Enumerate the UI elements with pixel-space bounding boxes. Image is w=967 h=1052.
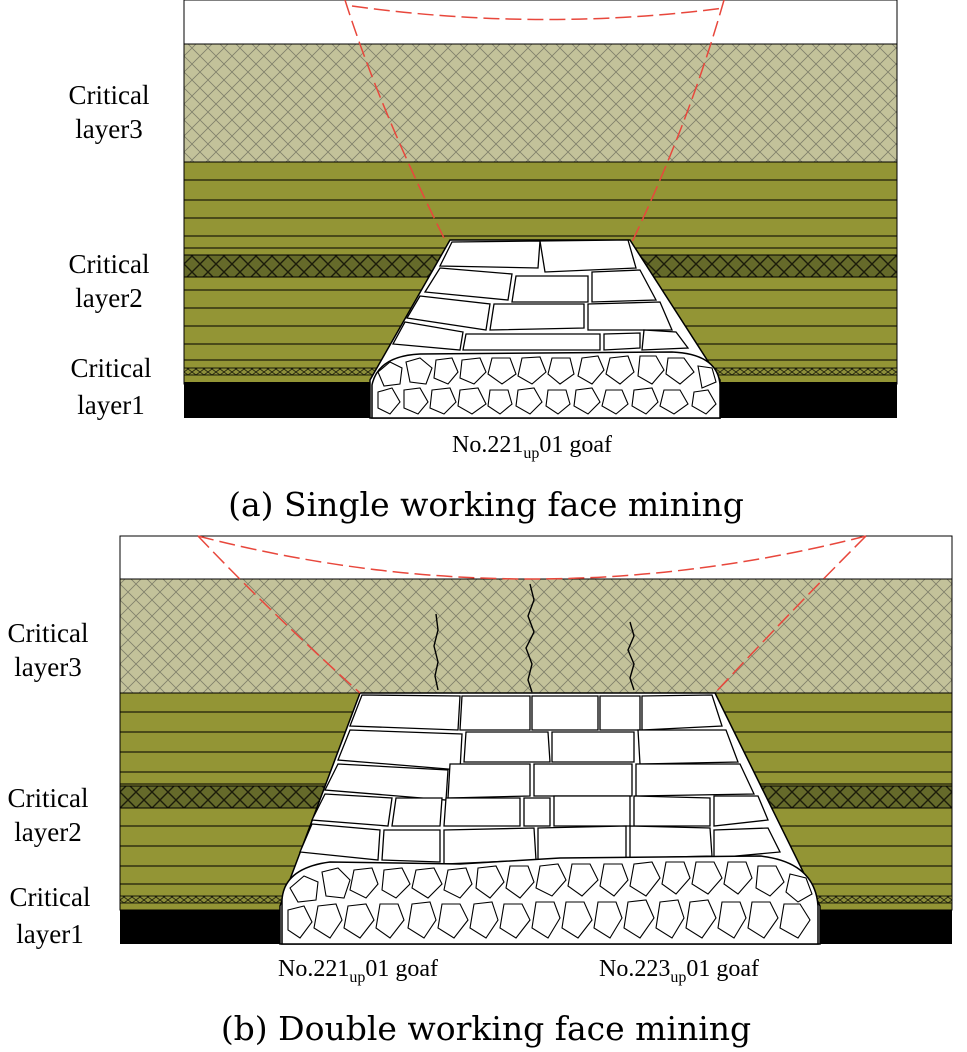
layer-label-name: Critical (71, 353, 152, 383)
critical-layer3-stratum (183, 43, 898, 163)
goaf-label-sub: up (670, 969, 686, 986)
layer-label-number: layer1 (16, 919, 83, 949)
broken-rock-blocks (299, 694, 782, 865)
layer-label-name: Critical (10, 882, 91, 912)
panel-b: Critical layer3 Critical layer2 Critical… (8, 535, 953, 1048)
goaf-label: No.221up01 goaf (452, 432, 612, 462)
goaf-label-sub: up (523, 445, 539, 462)
goaf-label: No.221up01 goaf (278, 956, 438, 986)
fracture-lines-a (344, 0, 725, 243)
panel-a: Critical layer3 Critical layer2 Critical… (69, 0, 898, 524)
layer-label-number: layer3 (75, 114, 142, 144)
layer-label-name: Critical (69, 80, 150, 110)
layer-label-name: Critical (8, 618, 89, 648)
fracture-lines-b (197, 535, 867, 694)
gravel-stones (377, 355, 717, 415)
top-free-space (119, 535, 953, 580)
broken-rock-blocks (391, 239, 690, 351)
goaf-label-post: 01 goaf (365, 956, 438, 982)
layer-label-number: layer2 (75, 283, 142, 313)
critical-layer3-stratum (119, 578, 953, 694)
layer-label-number: layer2 (14, 817, 81, 847)
goaf-label-post: 01 goaf (686, 956, 759, 982)
goaf-label-pre: No.221 (278, 956, 349, 982)
panel-caption: (b) Double working face mining (221, 1009, 751, 1048)
goaf-label-post: 01 goaf (539, 432, 612, 458)
goaf-label-sub: up (349, 969, 365, 986)
tension-cracks (433, 583, 635, 693)
layer-label-number: layer3 (14, 652, 81, 682)
layer-label-number: layer1 (77, 390, 144, 420)
goaf-label-pre: No.221 (452, 432, 523, 458)
layer-label-name: Critical (69, 249, 150, 279)
top-free-space (183, 0, 898, 45)
gravel-stones (287, 861, 813, 939)
goaf-label-pre: No.223 (599, 956, 670, 982)
panel-caption: (a) Single working face mining (228, 485, 744, 524)
layer-label-name: Critical (8, 783, 89, 813)
goaf-label: No.223up01 goaf (599, 956, 759, 986)
